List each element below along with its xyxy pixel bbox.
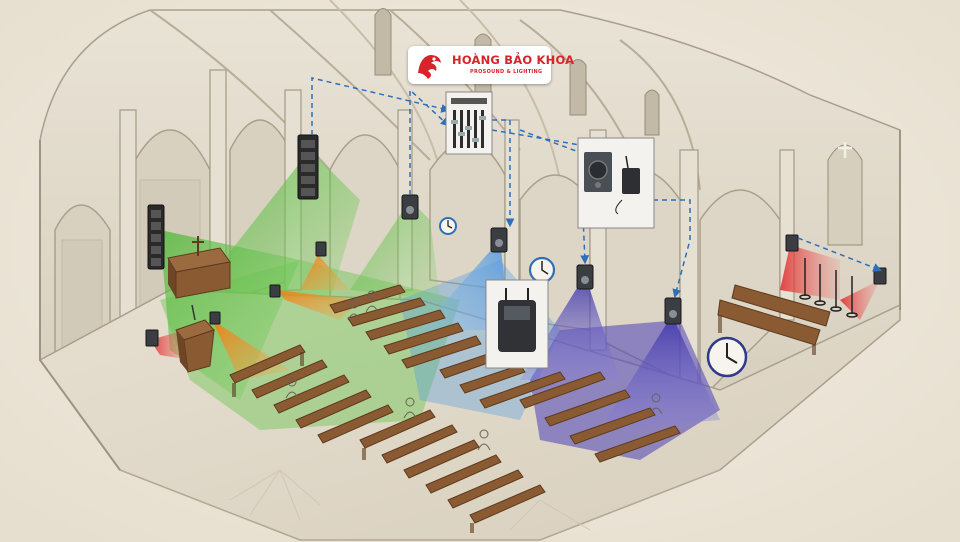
speaker-receiver-panel-icon	[577, 137, 655, 229]
signal-paths	[311, 77, 883, 299]
cross-icon	[838, 142, 852, 158]
mixer-panel-icon	[445, 91, 493, 155]
line-array-speaker-center	[297, 134, 319, 200]
brand-name: HOÀNG BẢO KHOA	[452, 53, 575, 67]
pulpit	[175, 304, 215, 373]
clock-icon	[706, 336, 748, 378]
audience	[285, 290, 663, 451]
pews	[229, 284, 831, 524]
brand-logo: HOÀNG BẢO KHOA PROSOUND & LIGHTING	[408, 46, 574, 84]
dragon-logo-icon	[418, 55, 441, 79]
choir-microphones	[799, 258, 858, 318]
clock-icon	[528, 256, 556, 284]
monitor-speakers	[145, 194, 887, 347]
clock-icon	[439, 217, 457, 235]
line-array-speaker-left	[147, 204, 165, 270]
bodypack-transmitter-panel-icon	[485, 279, 549, 369]
brand-tagline: PROSOUND & LIGHTING	[470, 69, 543, 75]
altar	[167, 236, 231, 299]
